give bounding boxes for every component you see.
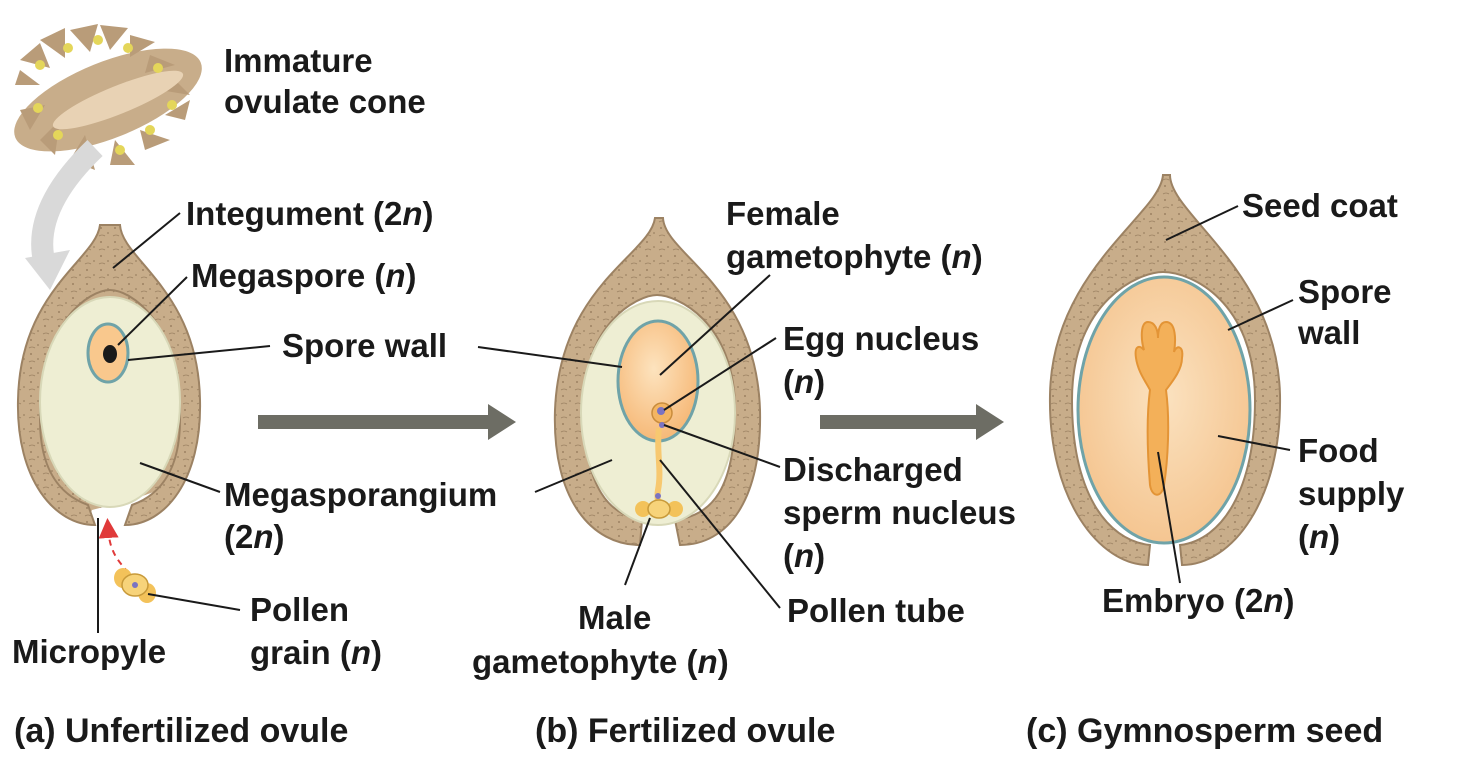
label-male-gametophyte-2: gametophyte (n) xyxy=(472,643,729,680)
label-egg-nucleus-2: (n) xyxy=(783,363,825,400)
process-arrow-1 xyxy=(258,404,516,440)
immature-ovulate-cone xyxy=(14,24,202,170)
label-spore-wall-c-2: wall xyxy=(1297,314,1360,351)
zoom-arrow xyxy=(31,140,103,268)
label-megasporangium: Megasporangium xyxy=(224,476,497,513)
label-female-gametophyte: Female xyxy=(726,195,840,232)
label-embryo: Embryo (2n) xyxy=(1102,582,1295,619)
megaspore-nucleus xyxy=(103,345,117,363)
label-spore-wall-a: Spore wall xyxy=(282,327,447,364)
seed-c xyxy=(1048,174,1282,567)
integument-b xyxy=(553,217,762,547)
process-arrow-2 xyxy=(820,404,1004,440)
label-seed-coat: Seed coat xyxy=(1242,187,1398,224)
female-gametophyte-b xyxy=(616,319,700,443)
male-gametophyte-b xyxy=(635,493,683,519)
sperm-nucleus-b xyxy=(659,422,665,428)
label-immature-cone-2: ovulate cone xyxy=(224,83,426,120)
label-pollen-grain-2: grain (n) xyxy=(250,634,382,671)
caption-a: (a) Unfertilized ovule xyxy=(14,712,348,750)
label-integument: Integument (2n) xyxy=(186,195,434,232)
pollen-grain xyxy=(114,568,156,603)
label-megasporangium-2: (2n) xyxy=(224,518,285,555)
megasporangium-a xyxy=(39,296,181,508)
label-female-gametophyte-2: gametophyte (n) xyxy=(726,238,983,275)
label-egg-nucleus: Egg nucleus xyxy=(783,320,979,357)
label-pollen-tube: Pollen tube xyxy=(787,592,965,629)
label-discharged-sperm-3: (n) xyxy=(783,537,825,574)
label-pollen-grain: Pollen xyxy=(250,591,349,628)
label-megaspore: Megaspore (n) xyxy=(191,257,417,294)
label-micropyle: Micropyle xyxy=(12,633,166,670)
caption-b: (b) Fertilized ovule xyxy=(535,712,835,750)
embryo-c xyxy=(1134,320,1184,496)
ovule-a xyxy=(16,224,202,603)
ovule-b xyxy=(553,217,762,547)
label-food-supply-3: (n) xyxy=(1298,518,1340,555)
label-food-supply-2: supply xyxy=(1298,475,1405,512)
label-discharged-sperm-2: sperm nucleus xyxy=(783,494,1016,531)
label-immature-cone: Immature xyxy=(224,42,373,79)
label-discharged-sperm: Discharged xyxy=(783,451,963,488)
label-male-gametophyte: Male xyxy=(578,599,651,636)
caption-c: (c) Gymnosperm seed xyxy=(1026,712,1383,750)
label-spore-wall-c: Spore xyxy=(1298,273,1392,310)
label-food-supply: Food xyxy=(1298,432,1379,469)
